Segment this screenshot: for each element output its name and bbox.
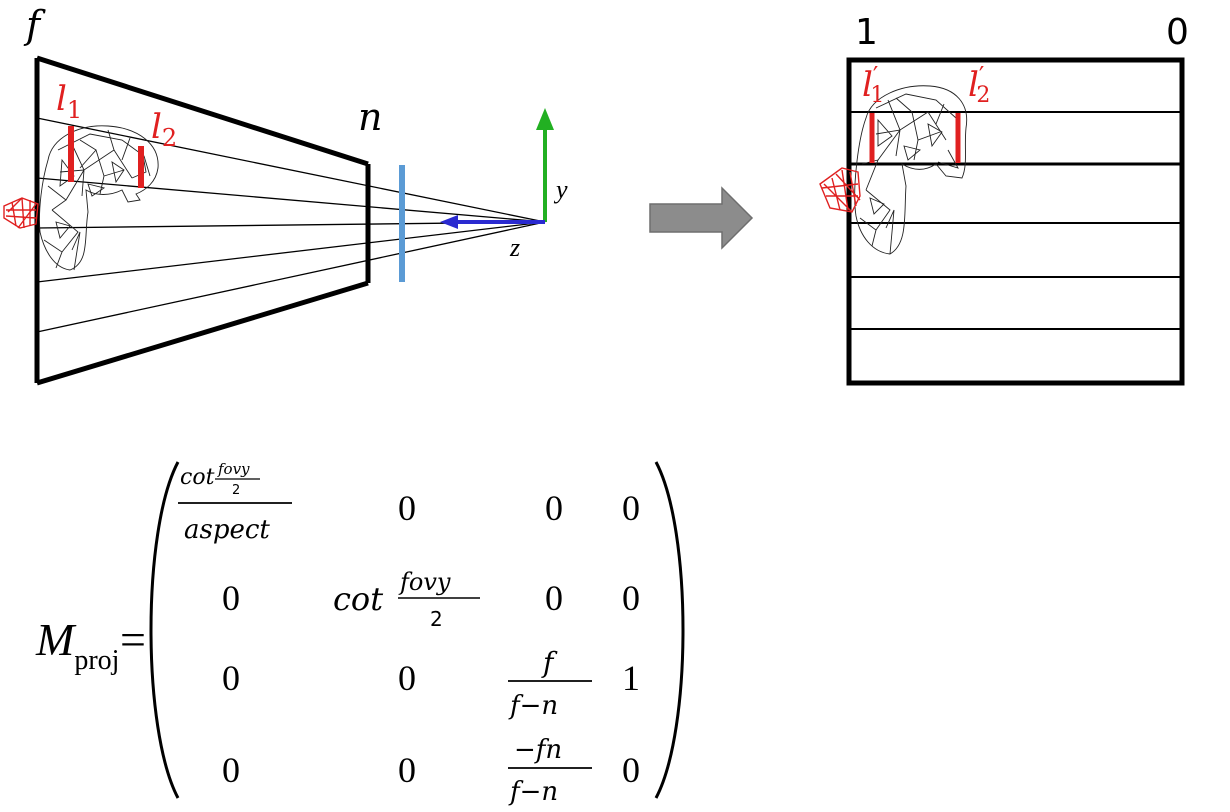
left-paren — [149, 461, 180, 799]
svg-text:cot: cot — [180, 465, 215, 490]
matrix-r4c1: 0 — [222, 750, 240, 790]
y-axis-arrowhead — [536, 108, 554, 130]
projection-matrix: Mproj = cot fovy 2 aspect 0 0 0 0 cot fo… — [35, 460, 685, 807]
transform-arrow — [649, 186, 754, 250]
right-paren — [654, 461, 685, 799]
sight-rays — [36, 117, 546, 333]
projected-right-value: 0 — [1166, 12, 1189, 53]
segment-l2-label: l2 — [151, 107, 177, 152]
matrix-r4c3: −fn f−n — [508, 735, 592, 807]
matrix-r1c2: 0 — [398, 488, 416, 528]
svg-text:f−n: f−n — [508, 691, 558, 721]
projected-rows — [849, 111, 1182, 330]
svg-text:−fn: −fn — [514, 735, 562, 765]
segment-l1-label: l1 — [56, 79, 82, 124]
matrix-lhs: Mproj — [35, 614, 119, 676]
segment-l1-prime-label: l′1 — [862, 62, 884, 108]
svg-text:fovy: fovy — [398, 568, 451, 596]
projected-wireframe-head — [854, 85, 968, 255]
svg-text:aspect: aspect — [184, 515, 270, 545]
projected-ear — [819, 167, 861, 213]
y-axis-label: y — [553, 175, 568, 204]
svg-text:2: 2 — [232, 483, 240, 498]
z-axis-label: z — [509, 233, 520, 262]
svg-text:fovy: fovy — [217, 460, 250, 478]
wireframe-head — [39, 125, 159, 271]
matrix-r2c2: cot fovy 2 — [333, 568, 480, 631]
frustum-bottom-edge — [36, 280, 369, 386]
projected-left-value: 1 — [855, 12, 878, 53]
matrix-r3c4: 1 — [622, 658, 640, 698]
projected-box — [846, 57, 1185, 386]
view-frustum: f n l1 l2 y z — [3, 3, 568, 386]
z-axis-arrowhead — [440, 215, 458, 229]
matrix-r2c1: 0 — [222, 578, 240, 618]
matrix-r4c2: 0 — [398, 750, 416, 790]
svg-text:f−n: f−n — [508, 777, 558, 807]
ear-back — [3, 197, 39, 229]
matrix-r1c1: cot fovy 2 aspect — [178, 460, 292, 545]
svg-text:f: f — [541, 646, 558, 679]
matrix-r1c3: 0 — [545, 488, 563, 528]
matrix-r4c4: 0 — [622, 750, 640, 790]
svg-text:cot: cot — [333, 580, 383, 618]
matrix-r3c2: 0 — [398, 658, 416, 698]
far-label: f — [23, 3, 46, 47]
matrix-r2c4: 0 — [622, 578, 640, 618]
matrix-r1c4: 0 — [622, 488, 640, 528]
matrix-r2c3: 0 — [545, 578, 563, 618]
matrix-equals: = — [120, 614, 146, 665]
matrix-r3c3: f f−n — [508, 646, 592, 721]
svg-text:2: 2 — [430, 607, 443, 631]
segment-l2-prime-label: l′2 — [968, 62, 990, 108]
projected-view: 1 0 l′1 l′2 — [819, 12, 1189, 386]
matrix-r3c1: 0 — [222, 658, 240, 698]
frustum-top-edge — [36, 55, 369, 167]
near-label: n — [358, 95, 382, 139]
